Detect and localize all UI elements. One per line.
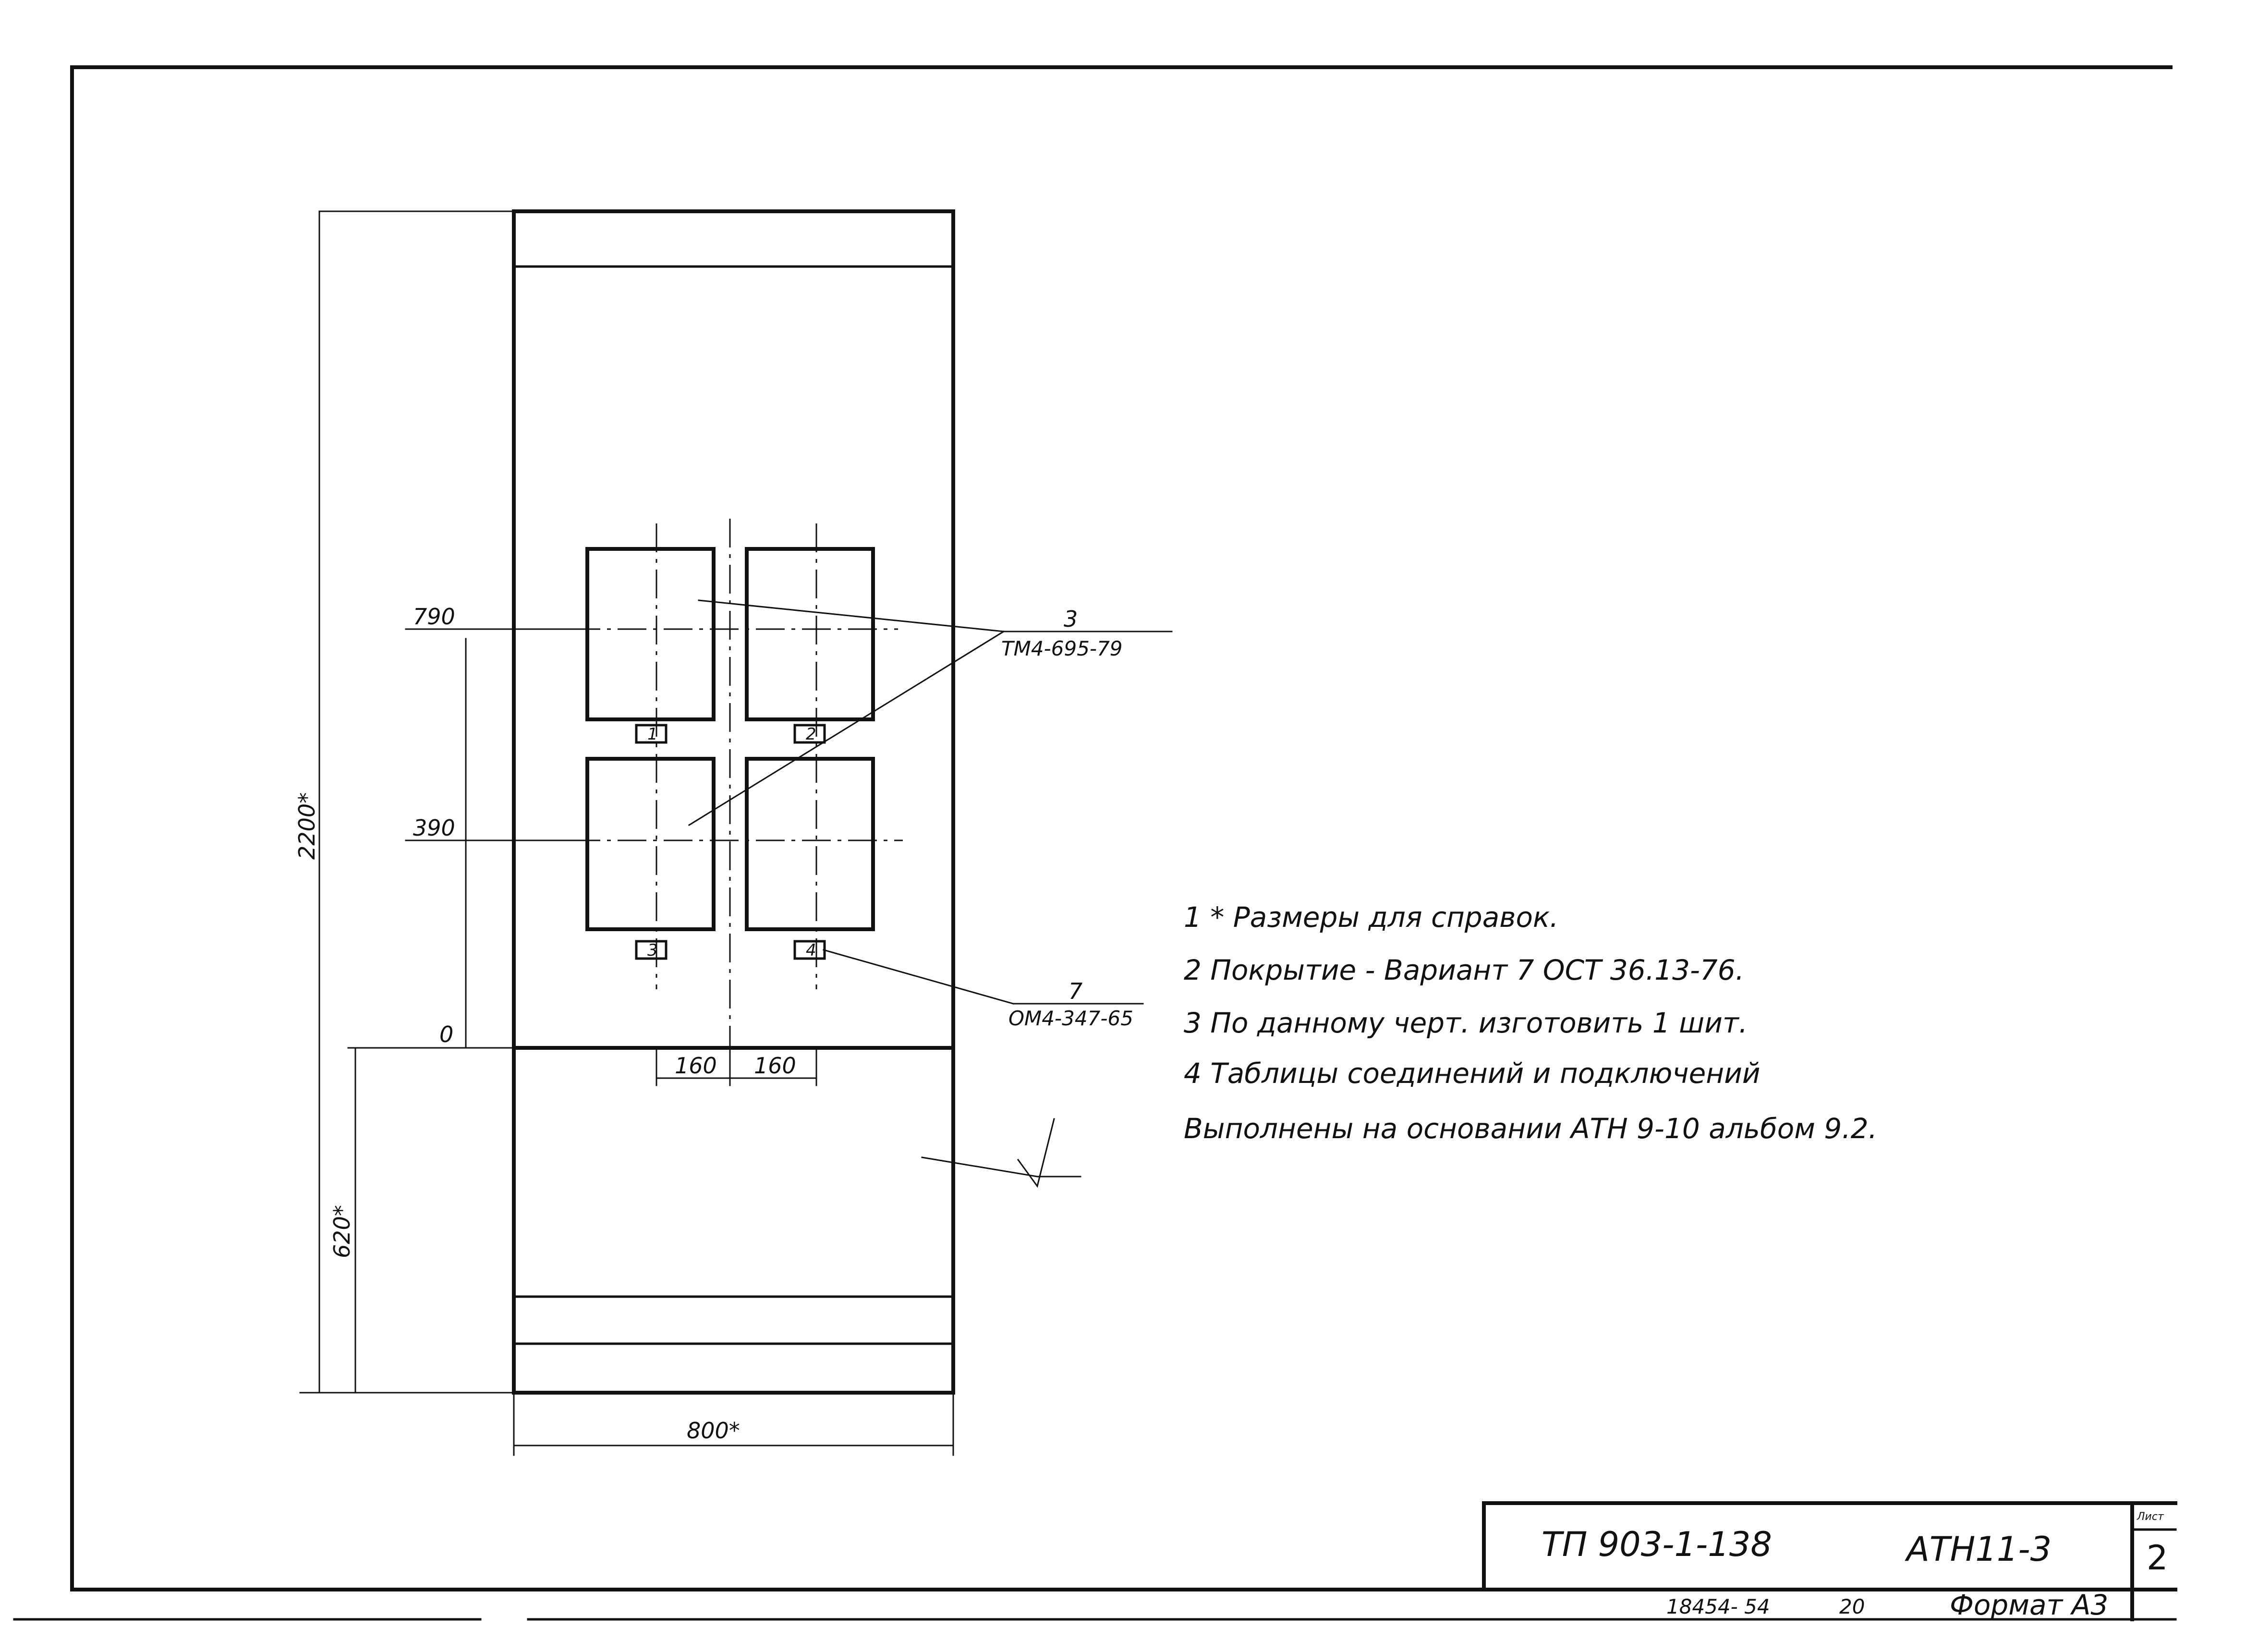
drawing-frame bbox=[13, 65, 2177, 1621]
sheet-label: Лист bbox=[2137, 1511, 2164, 1523]
dimension-width-total: 800* bbox=[687, 1418, 740, 1444]
callout-7-number: 7 bbox=[1068, 978, 1082, 1004]
dimension-height-total: 2200* bbox=[294, 792, 320, 860]
dimension-lines bbox=[299, 210, 954, 1456]
device-tag-1: 1 bbox=[647, 725, 658, 744]
note-3: 3 По данному черт. изготовить 1 шит. bbox=[1184, 1007, 1748, 1039]
panel-front-view bbox=[512, 209, 955, 1395]
archive-suffix: 20 bbox=[1839, 1595, 1865, 1618]
dimension-spacing-left: 160 bbox=[675, 1053, 717, 1079]
drawing-code: АТН11-3 bbox=[1905, 1530, 2052, 1569]
instrument-4 bbox=[745, 757, 875, 931]
instrument-group: 1 2 3 4 bbox=[571, 519, 903, 1047]
note-2: 2 Покрытие - Вариант 7 ОСТ 36.13-76. bbox=[1184, 954, 1744, 986]
callout-7-code: ОМ4-347-65 bbox=[1008, 1007, 1133, 1030]
dimension-height-base: 620* bbox=[329, 1205, 355, 1258]
note-4: 4 Таблицы соединений и подключений bbox=[1184, 1057, 1760, 1090]
dimension-level-390: 390 bbox=[413, 815, 455, 841]
note-1: 1 * Размеры для справок. bbox=[1184, 901, 1558, 934]
archive-number: 18454- 54 bbox=[1666, 1595, 1770, 1618]
project-code: ТП 903-1-138 bbox=[1542, 1525, 1772, 1564]
device-tag-2: 2 bbox=[806, 725, 816, 744]
instrument-3 bbox=[585, 757, 716, 931]
dimension-level-790: 790 bbox=[413, 604, 455, 630]
note-4-continued: Выполнены на основании АТН 9-10 альбом 9… bbox=[1184, 1112, 1877, 1145]
device-tag-4: 4 bbox=[806, 941, 816, 960]
callout-3-number: 3 bbox=[1064, 606, 1078, 632]
title-block: ТП 903-1-138 АТН11-3 Лист 2 18454- 54 20… bbox=[1482, 1501, 2177, 1621]
dimension-spacing-right: 160 bbox=[754, 1053, 796, 1079]
dimension-level-0: 0 bbox=[439, 1021, 453, 1047]
instrument-2 bbox=[745, 547, 875, 721]
callout-3-code: ТМ4-695-79 bbox=[1001, 637, 1123, 660]
device-tag-3: 3 bbox=[647, 941, 658, 960]
format-label: Формат А3 bbox=[1950, 1589, 2108, 1621]
instrument-1 bbox=[585, 547, 716, 721]
leader-lines bbox=[688, 599, 1173, 1188]
sheet-number: 2 bbox=[2147, 1538, 2168, 1578]
notes-block: 1 * Размеры для справок. 2 Покрытие - Ва… bbox=[1184, 901, 1877, 1145]
